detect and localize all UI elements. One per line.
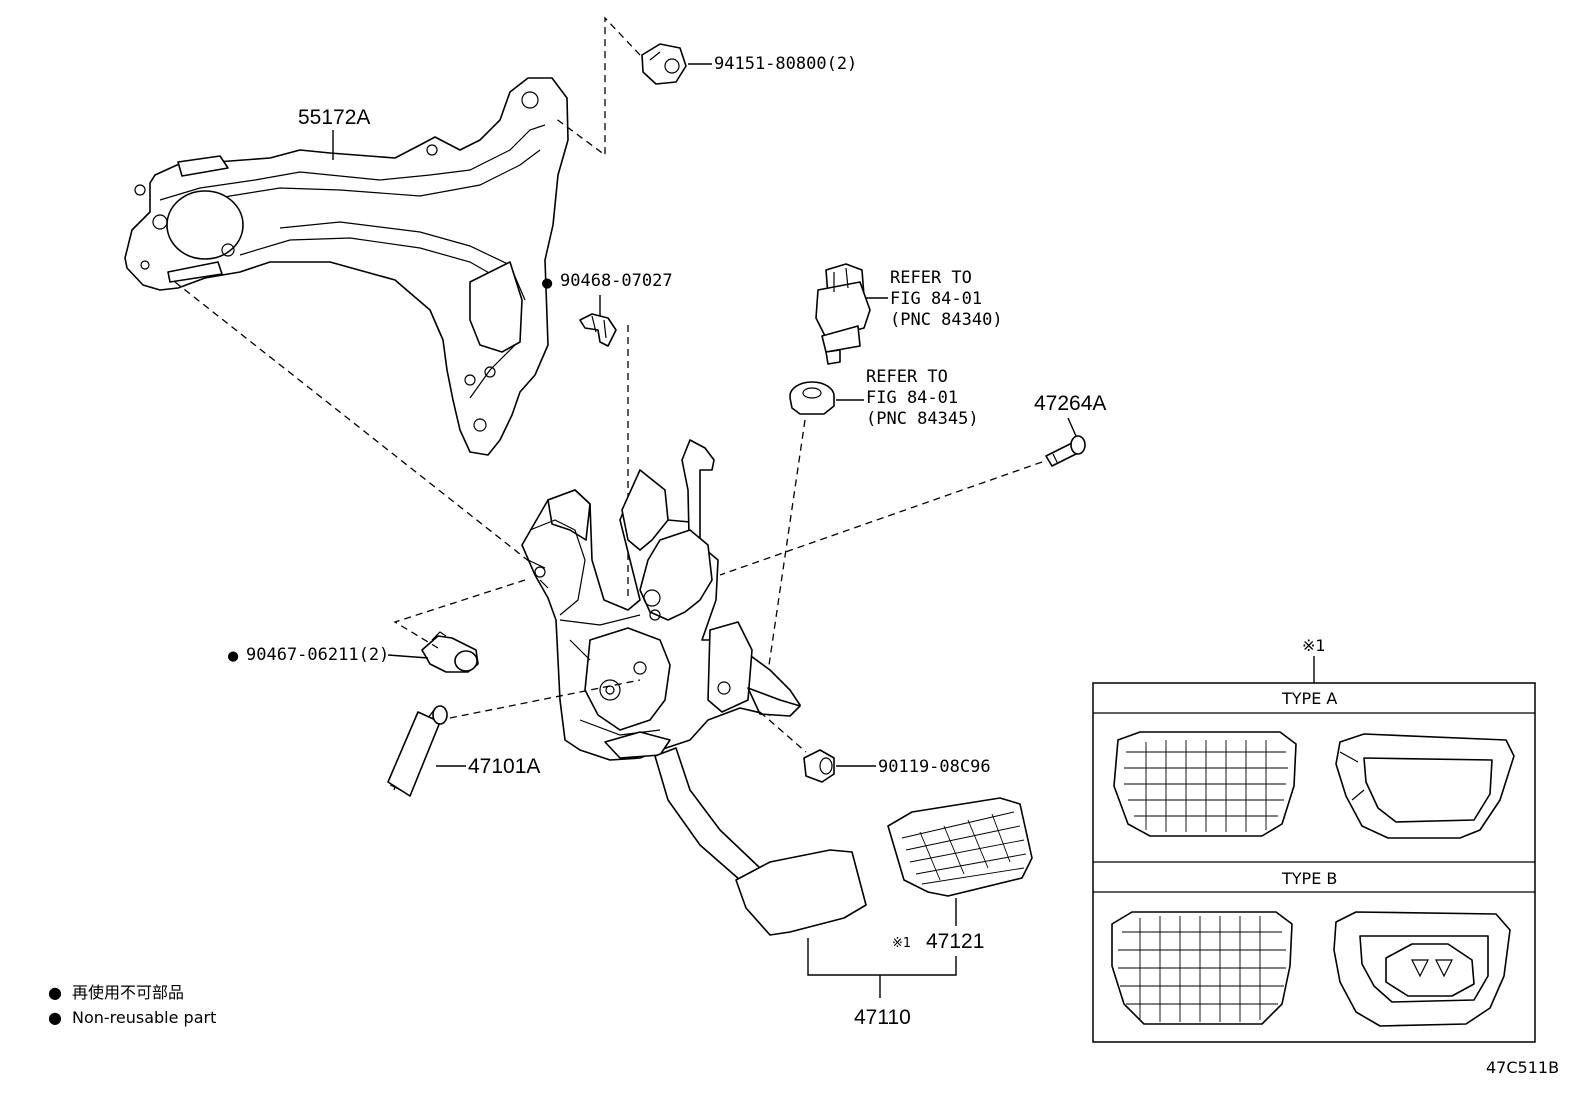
leader-47264A [1067,417,1077,437]
dash-cushion [767,419,806,673]
leader-47110-bracket [807,938,957,976]
callout-cushion-fig: FIG 84-01 [866,388,958,408]
callout-stop-switch-pnc: (PNC 84340) [890,310,1003,330]
inset-note: ※1 [1302,636,1326,655]
type-b-pad-side [1333,911,1511,1027]
type-a-pad-front [1113,731,1297,837]
callout-stop-switch-fig: FIG 84-01 [890,289,982,309]
callout-cushion-refer: REFER TO [866,367,948,387]
callout-47101A: 47101A [468,755,540,778]
legend-dot-jp: ● [48,983,62,1002]
bushing-nonreusable-dot: ● [228,646,239,666]
dash-bushing [393,579,526,649]
callout-cushion-pnc: (PNC 84345) [866,409,979,429]
brake-pedal-lever [654,747,867,936]
return-spring-part [387,705,448,797]
leader-bushing [387,654,429,659]
dash-spring [449,679,641,719]
bushing-part [421,631,479,673]
dash-nut-bracket [554,16,641,157]
type-b-pad-front [1111,911,1293,1025]
callout-stop-switch-refer: REFER TO [890,268,972,288]
clip-nonreusable-dot: ● [542,273,553,293]
dash-bracket-to-assy [174,281,531,563]
type-a-pad-side [1335,733,1515,839]
figure-id: 47C511B [1486,1058,1559,1077]
cushion-part [789,381,835,415]
dash-pin [719,461,1043,576]
callout-55172A: 55172A [298,106,370,129]
callout-90119-08C96: 90119-08C96 [878,757,991,777]
callout-47110: 47110 [854,1006,911,1029]
type-b-label: TYPE B [1281,869,1337,888]
dash-bolt [759,711,807,753]
clip-part [579,313,617,347]
type-a-label: TYPE A [1281,689,1337,708]
legend-dot-en: ● [48,1008,62,1027]
nut-part [641,43,687,85]
clevis-pin-part [1045,435,1086,467]
pedal-support-bracket [124,77,569,456]
callout-47121: 47121 [926,930,984,953]
pedal-pad-part [887,797,1033,897]
callout-90468-07027: 90468-07027 [560,271,673,291]
bolt-part [803,749,835,783]
callout-90467-06211: 90467-06211(2) [246,645,389,665]
stop-switch-part [815,263,871,365]
callout-94151-80800: 94151-80800(2) [714,54,857,74]
callout-pad-note: ※1 [892,936,911,951]
pedal-bracket-assembly [521,439,801,761]
legend-text-jp: 再使用不可部品 [72,983,184,1002]
callout-47264A: 47264A [1034,392,1106,415]
legend-text-en: Non-reusable part [72,1008,216,1027]
